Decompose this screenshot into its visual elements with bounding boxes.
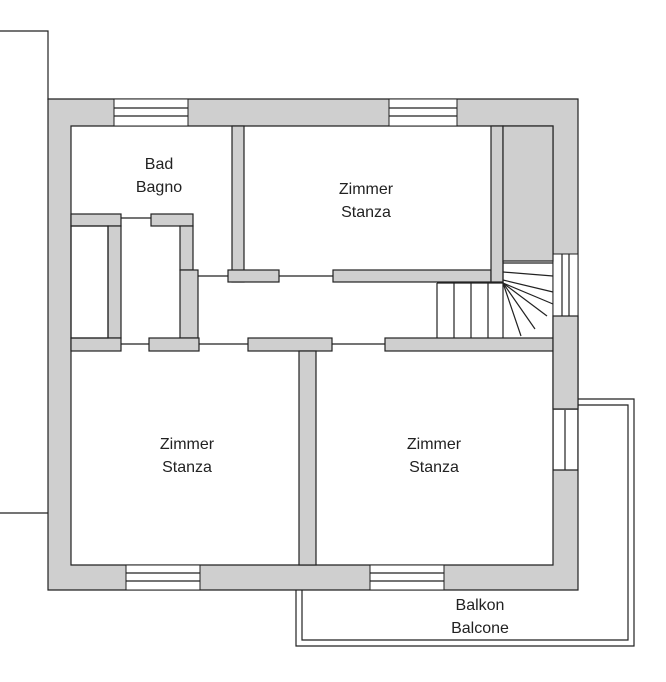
window-bottom-left: [125, 564, 201, 591]
closet: [70, 225, 109, 339]
room-bottom-right-label-de: Zimmer: [407, 436, 462, 453]
window-bottom-right: [369, 564, 445, 591]
bathroom-label-it: Bagno: [136, 179, 182, 196]
room-top-label-de: Zimmer: [339, 181, 394, 198]
interior-walls: [70, 125, 579, 566]
room-bottom-left-label-de: Zimmer: [160, 436, 215, 453]
door-openings: [121, 217, 385, 345]
balcony-label-it: Balcone: [451, 620, 509, 637]
neighbour-outline-top: [0, 30, 49, 100]
staircase: [436, 261, 554, 338]
room-bottom-left-label-it: Stanza: [162, 459, 212, 476]
window-top-left: [113, 98, 189, 127]
balcony-label-de: Balkon: [456, 597, 505, 614]
room-top-label-it: Stanza: [341, 204, 391, 221]
window-right-stair: [552, 253, 579, 317]
balcony-outline-inner: [301, 404, 629, 641]
bathroom-label-de: Bad: [145, 156, 173, 173]
window-top-right: [388, 98, 458, 127]
balcony-outline-outer: [295, 398, 635, 647]
room-bottom-right-label-it: Stanza: [409, 459, 459, 476]
